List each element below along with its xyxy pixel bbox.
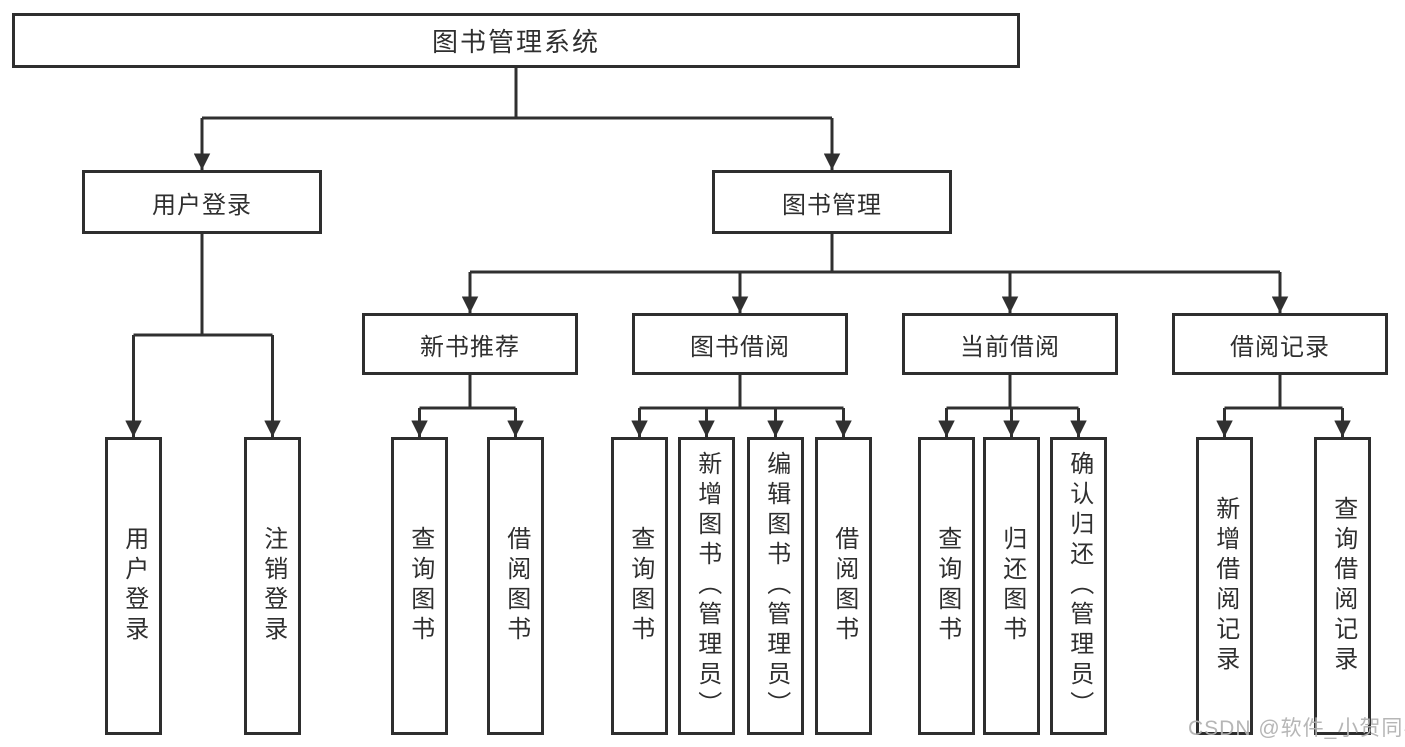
leaf-logout: 注销登录 [244, 437, 301, 735]
node-user-login: 用户登录 [82, 170, 322, 234]
leaf-query-books-recommend: 查询图书 [391, 437, 448, 735]
leaf-edit-books-admin: 编辑图书（管理员） [747, 437, 804, 735]
node-current-borrowing: 当前借阅 [902, 313, 1118, 375]
node-book-management: 图书管理 [712, 170, 952, 234]
leaf-borrow-books-recommend: 借阅图书 [487, 437, 544, 735]
leaf-add-books-admin: 新增图书（管理员） [678, 437, 735, 735]
node-borrowing-records: 借阅记录 [1172, 313, 1388, 375]
leaf-query-borrow-record: 查询借阅记录 [1314, 437, 1371, 735]
leaf-add-borrow-record: 新增借阅记录 [1196, 437, 1253, 735]
leaf-query-books-current: 查询图书 [918, 437, 975, 735]
leaf-return-books: 归还图书 [983, 437, 1040, 735]
leaf-confirm-return-admin: 确认归还（管理员） [1050, 437, 1107, 735]
node-new-book-recommendation: 新书推荐 [362, 313, 578, 375]
leaf-borrow-books-borrowing: 借阅图书 [815, 437, 872, 735]
csdn-watermark: CSDN @软件_小贺同学 [1188, 717, 1405, 740]
leaf-user-login: 用户登录 [105, 437, 162, 735]
node-library-management-system: 图书管理系统 [12, 13, 1020, 68]
node-book-borrowing: 图书借阅 [632, 313, 848, 375]
leaf-query-books-borrowing: 查询图书 [611, 437, 668, 735]
